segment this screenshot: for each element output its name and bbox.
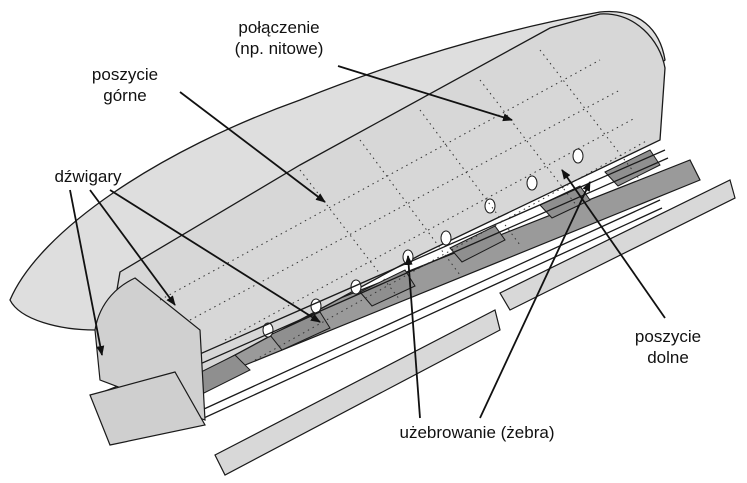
label-lower-skin: poszycie dolne [618,326,718,368]
label-spars: dźwigary [38,166,138,187]
leader-arrows [69,65,666,419]
label-connection-line1: połączenie [238,18,320,37]
label-lower-skin-line2: dolne [647,348,689,367]
label-ribs-text: użebrowanie (żebra) [399,423,555,442]
rivet-lines [159,49,649,361]
label-lower-skin-line1: poszycie [634,327,702,346]
label-spars-text: dźwigary [54,167,122,186]
lower-skin-detached-root [89,371,206,446]
label-upper-skin: poszycie górne [70,64,180,106]
label-connection: połączenie (np. nitowe) [214,17,344,59]
lower-skin-detached-front [214,309,501,476]
label-ribs: użebrowanie (żebra) [372,422,582,443]
label-connection-line2: (np. nitowe) [234,39,324,58]
lower-skin-detached-rear [499,179,736,311]
upper-skin-panel [104,13,666,391]
label-upper-skin-line1: poszycie [91,65,159,84]
label-upper-skin-line2: górne [103,86,147,105]
